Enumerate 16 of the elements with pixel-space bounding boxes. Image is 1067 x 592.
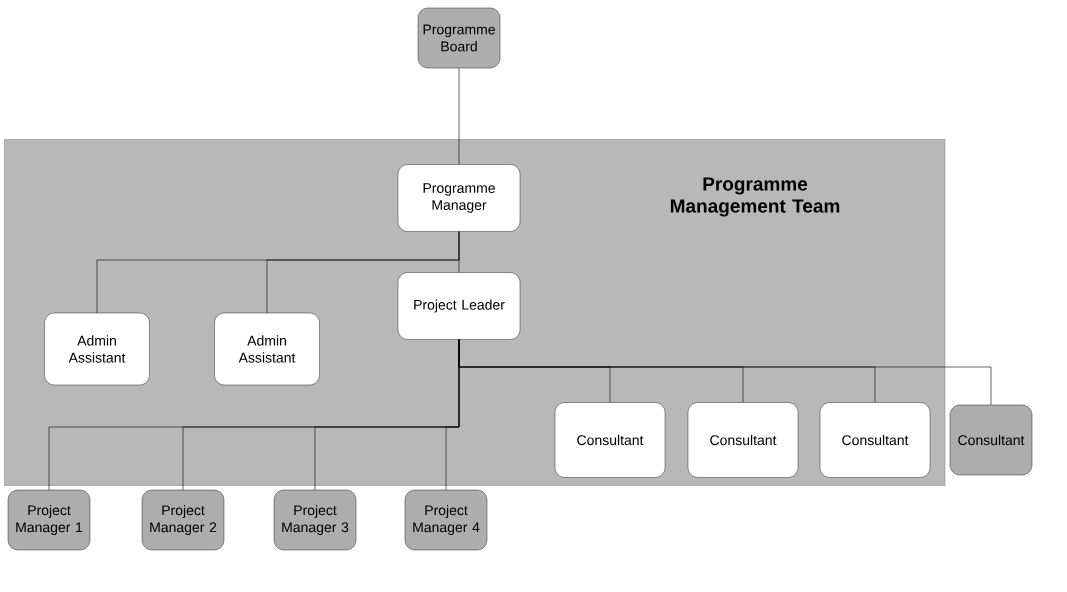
role-box: Consultant [554, 402, 666, 478]
role-box: Programme Manager [397, 164, 521, 232]
role-box: Project Manager 4 [404, 489, 488, 551]
connector-line [266, 231, 460, 314]
role-box: Project Leader [397, 272, 521, 340]
role-box: Consultant [819, 402, 931, 478]
connector-line [458, 67, 460, 165]
role-box: Admin Assistant [214, 312, 320, 386]
role-box: Admin Assistant [44, 312, 150, 386]
role-box: Consultant [687, 402, 799, 478]
role-box: Programme Board [417, 7, 501, 69]
role-box: Project Manager 3 [273, 489, 357, 551]
role-box: Project Manager 1 [7, 489, 91, 551]
role-box: Consultant [949, 404, 1033, 476]
role-box: Project Manager 2 [141, 489, 225, 551]
connector-line [445, 339, 460, 491]
